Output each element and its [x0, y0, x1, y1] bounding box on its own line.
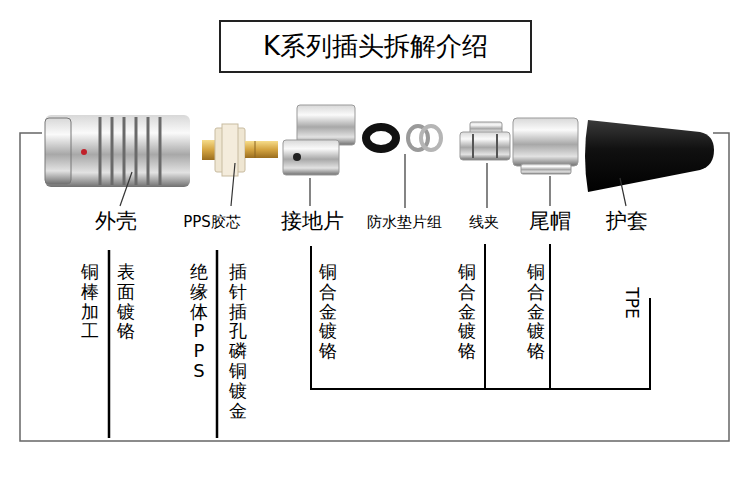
part-name: 防水垫片组	[367, 213, 442, 231]
part-name: 护套	[606, 209, 648, 234]
part-name: 外壳	[95, 209, 137, 234]
material-note: 铜合金镀铬	[527, 262, 545, 361]
material-note: 铜合金镀铬	[319, 262, 337, 361]
material-note: 铜合金镀铬	[458, 262, 476, 361]
part-name: PPS胶芯	[183, 213, 241, 231]
clamp-part	[460, 122, 510, 160]
material-note: 铜棒加工	[81, 262, 99, 341]
washer-part	[366, 126, 441, 150]
boot-part	[585, 120, 714, 192]
ground-sheet-part	[283, 105, 355, 175]
pps-core-part	[202, 124, 278, 176]
divider-bar	[109, 250, 217, 438]
bracket-line	[311, 244, 650, 389]
title-text: K系列插头拆解介绍	[263, 29, 488, 64]
part-name: 尾帽	[529, 209, 571, 234]
leader-line	[120, 154, 626, 208]
title-box: K系列插头拆解介绍	[219, 20, 532, 73]
shell-part	[45, 115, 190, 187]
finish-note: 插针插孔磷铜镀金	[229, 262, 247, 420]
part-name: 接地片	[281, 209, 344, 234]
material-note: TPE	[622, 287, 642, 318]
tail-cap-part	[513, 118, 578, 174]
material-note: 绝缘体PPS	[190, 262, 208, 381]
part-name: 线夹	[469, 213, 499, 231]
finish-note: 表面镀铬	[117, 262, 135, 341]
